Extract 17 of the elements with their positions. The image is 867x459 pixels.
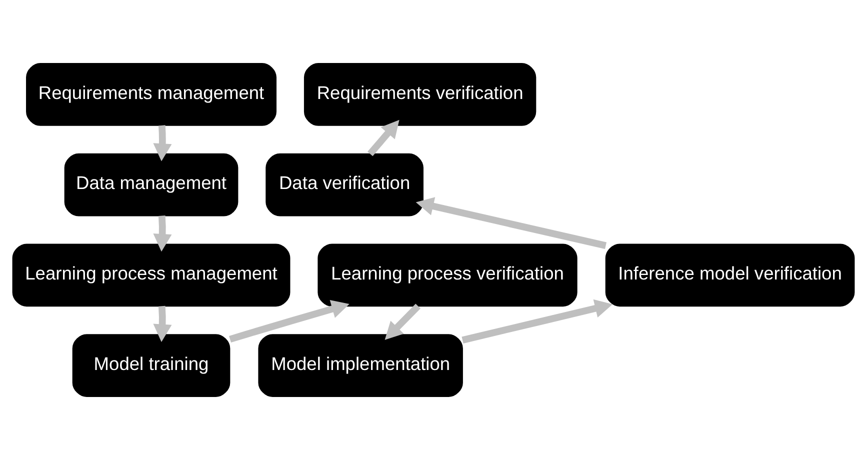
node-box: Requirements management	[26, 62, 277, 126]
node-box: Learning process management	[12, 243, 290, 306]
node-box: Learning process verification	[318, 243, 578, 306]
node-box: Model training	[72, 334, 230, 396]
node-box: Requirements verification	[304, 62, 536, 126]
arrow	[416, 196, 607, 248]
arrow	[153, 124, 172, 161]
node-box: Data verification	[266, 152, 424, 216]
node-box: Model implementation	[258, 334, 463, 396]
arrow	[229, 300, 350, 342]
node-box: Data management	[64, 152, 238, 216]
arrow	[368, 119, 400, 156]
arrow	[153, 215, 172, 252]
node-box: Inference model verification	[605, 243, 855, 306]
arrow	[462, 298, 613, 343]
arrow	[153, 305, 172, 342]
arrow	[384, 303, 421, 340]
